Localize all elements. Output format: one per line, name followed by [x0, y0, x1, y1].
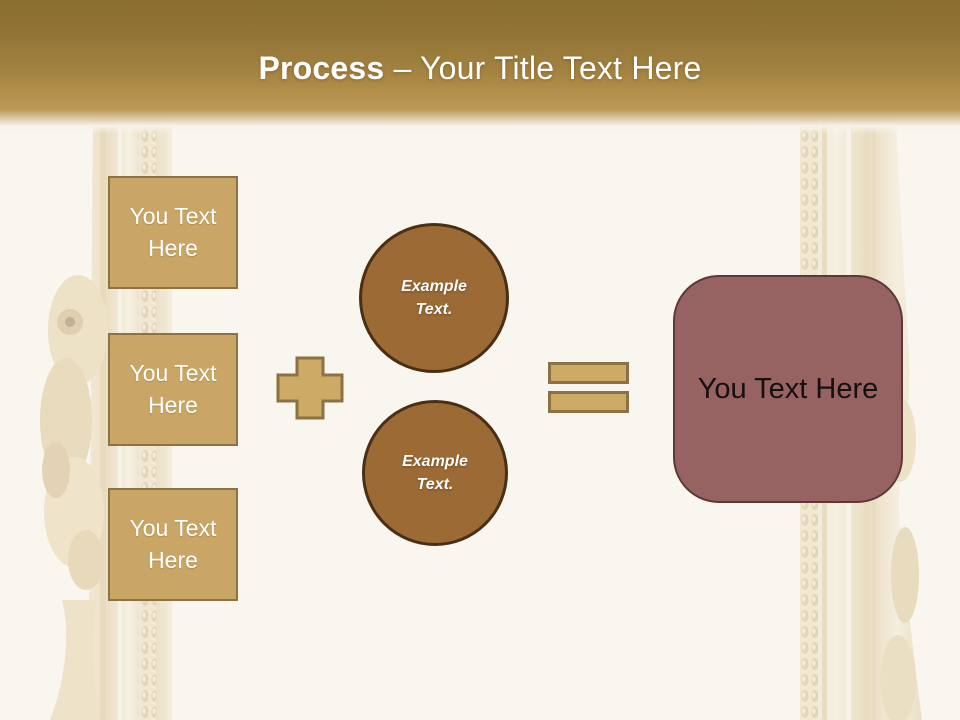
- result-box: You Text Here: [673, 275, 903, 503]
- input-box-3: You Text Here: [108, 488, 238, 601]
- title-keyword: Process: [258, 50, 385, 86]
- input-box-1: You Text Here: [108, 176, 238, 289]
- result-box-label: You Text Here: [697, 372, 879, 405]
- equals-sign-icon: [548, 362, 629, 413]
- input-box-2-label: You Text Here: [129, 360, 217, 418]
- title-subtitle: – Your Title Text Here: [384, 50, 702, 86]
- example-circle-1-label: Example Text.: [401, 277, 467, 318]
- equals-bar-bottom: [548, 391, 629, 413]
- input-box-3-label: You Text Here: [129, 515, 217, 573]
- slide-title: Process – Your Title Text Here: [0, 48, 960, 88]
- input-box-2: You Text Here: [108, 333, 238, 446]
- example-circle-2-label: Example Text.: [402, 452, 468, 493]
- equals-bar-top: [548, 362, 629, 384]
- plus-sign-icon: [276, 356, 344, 420]
- input-box-1-label: You Text Here: [129, 203, 217, 261]
- title-banner: Process – Your Title Text Here: [0, 0, 960, 134]
- example-circle-2: Example Text.: [362, 400, 508, 546]
- example-circle-1: Example Text.: [359, 223, 509, 373]
